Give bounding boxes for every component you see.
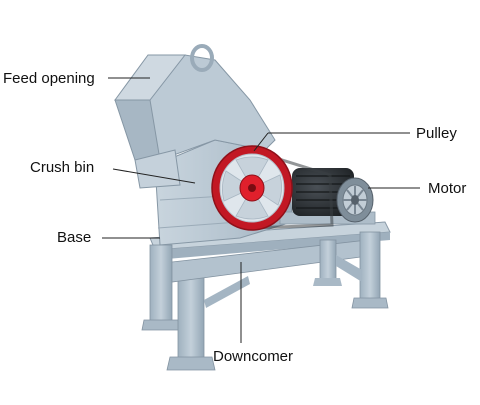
pulley-label: Pulley — [416, 125, 457, 142]
pulley-wheel — [211, 145, 293, 231]
motor-label: Motor — [428, 180, 467, 197]
feed-opening-label: Feed opening — [3, 70, 95, 87]
crush-bin-label: Crush bin — [30, 159, 95, 176]
pulley-leader-diagonal — [253, 132, 269, 152]
leader-lines — [102, 77, 420, 343]
motor-unit — [279, 168, 376, 225]
crush-bin-leader — [112, 168, 196, 184]
downcomer-label: Downcomer — [213, 348, 294, 365]
base-frame — [141, 221, 391, 371]
base-label: Base — [57, 229, 92, 246]
